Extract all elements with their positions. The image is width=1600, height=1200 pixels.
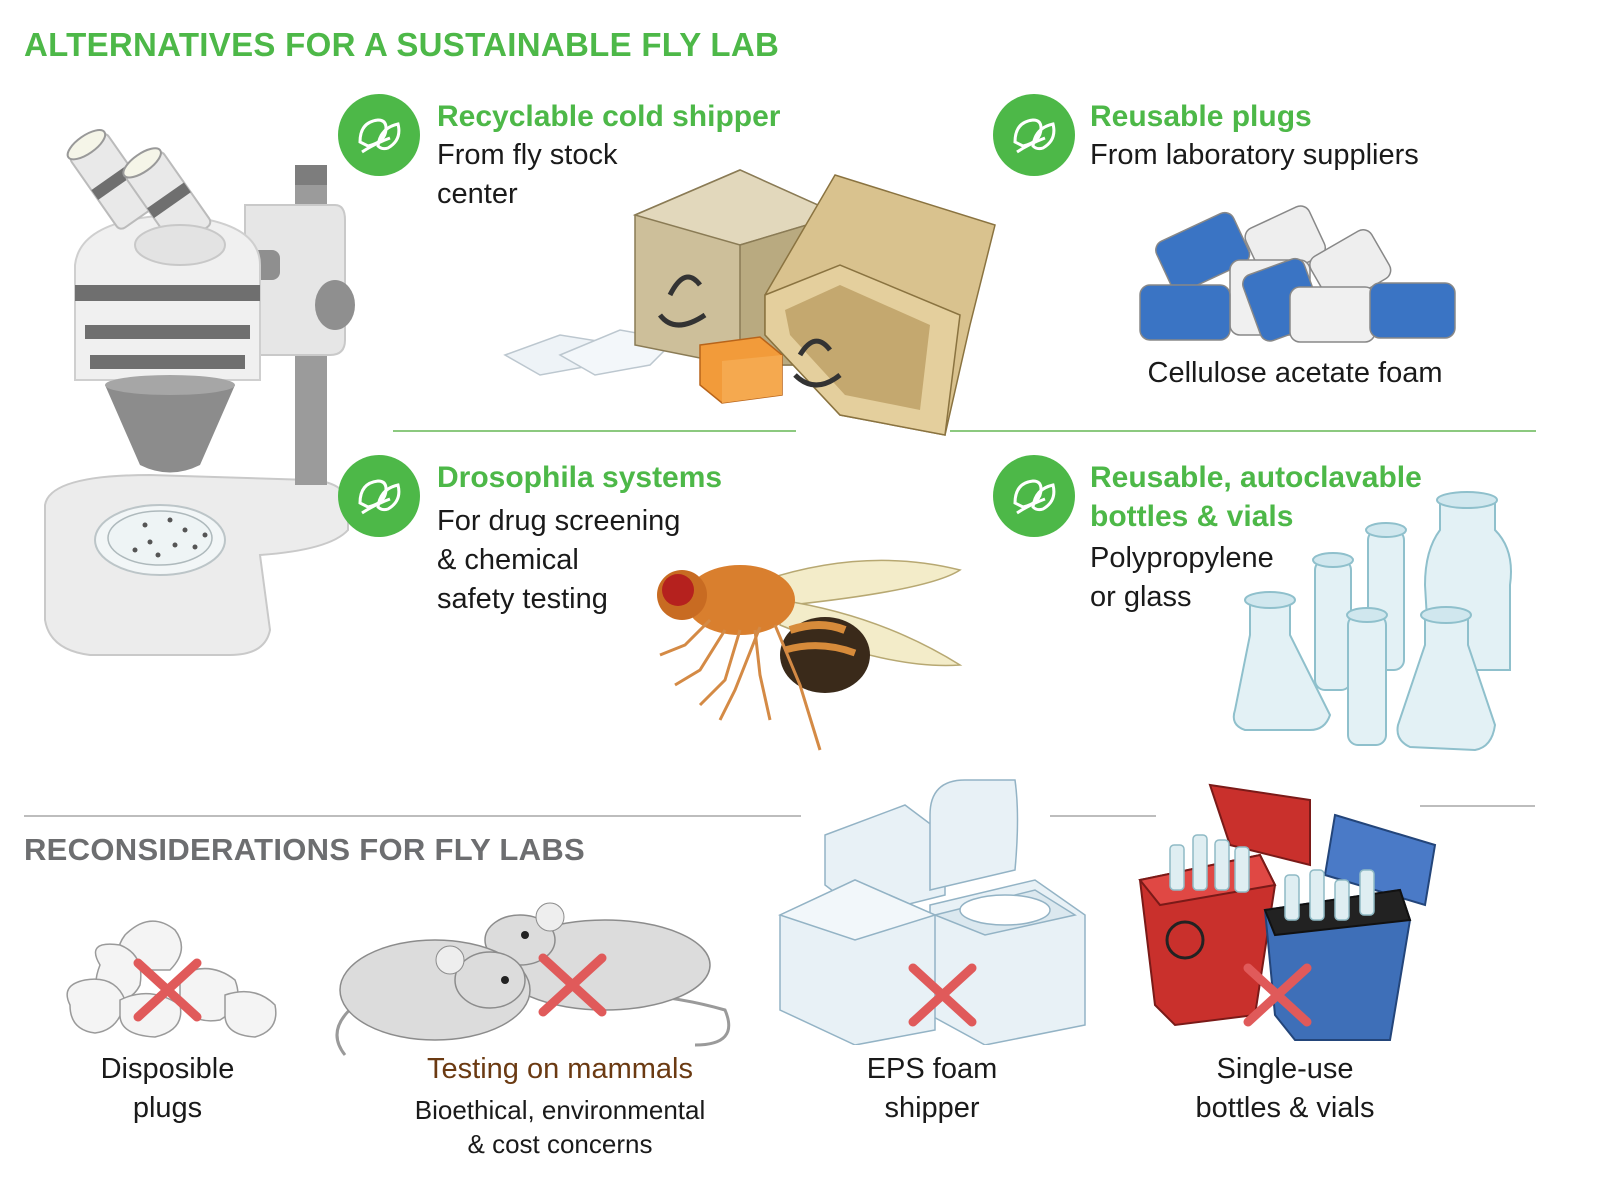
cross-icon — [133, 958, 202, 1022]
cross-icon — [908, 963, 977, 1027]
waste-bins-illustration — [1138, 783, 1437, 1041]
caption-testing-on-mammals: Testing on mammals — [427, 1053, 693, 1085]
item-title-recyclable-cold-shipper: Recyclable cold shipper — [437, 100, 781, 133]
item-text-reusable-bottles-vials: Polypropylene or glass — [1090, 542, 1274, 613]
caption-mammals-concerns: Bioethical, environmental & cost concern… — [414, 1095, 706, 1159]
cold-shipper-illustration — [503, 169, 996, 436]
bottles-vials-illustration — [1232, 491, 1512, 752]
item-text-reusable-plugs: From laboratory suppliers — [1090, 139, 1419, 171]
item-title-drosophila-systems: Drosophila systems — [437, 461, 723, 494]
cross-icon — [538, 953, 607, 1017]
item-title-reusable-bottles-vials: Reusable, autoclavable bottles & vials — [1090, 461, 1422, 533]
divider — [24, 815, 801, 817]
leaf-icon — [993, 455, 1075, 537]
item-text-recyclable-cold-shipper: From fly stock center — [437, 139, 618, 210]
leaf-icon — [338, 94, 420, 176]
caption-disposable-plugs: Disposible plugs — [100, 1053, 235, 1124]
item-title-reusable-plugs: Reusable plugs — [1090, 100, 1312, 133]
cross-icon — [1243, 963, 1312, 1027]
divider — [950, 430, 1536, 432]
mice-illustration — [335, 902, 731, 1056]
leaf-icon — [993, 94, 1075, 176]
caption-cellulose-acetate-foam: Cellulose acetate foam — [1147, 357, 1443, 389]
divider — [393, 430, 796, 432]
caption-single-use-bottles: Single-use bottles & vials — [1195, 1053, 1375, 1124]
foam-plugs-illustration — [1139, 205, 1456, 343]
fruit-fly-illustration — [657, 559, 963, 751]
caption-eps-foam-shipper: EPS foam shipper — [866, 1053, 998, 1124]
leaf-icon — [338, 455, 420, 537]
eps-foam-shipper-illustration — [777, 779, 1086, 1045]
cotton-plugs-illustration — [66, 920, 277, 1038]
item-text-drosophila-systems: For drug screening & chemical safety tes… — [437, 505, 681, 615]
section-title-reconsiderations: RECONSIDERATIONS FOR FLY LABS — [24, 832, 586, 867]
main-title: ALTERNATIVES FOR A SUSTAINABLE FLY LAB — [24, 26, 780, 63]
divider — [1420, 805, 1535, 807]
divider — [1050, 815, 1156, 817]
microscope-illustration — [44, 129, 355, 656]
